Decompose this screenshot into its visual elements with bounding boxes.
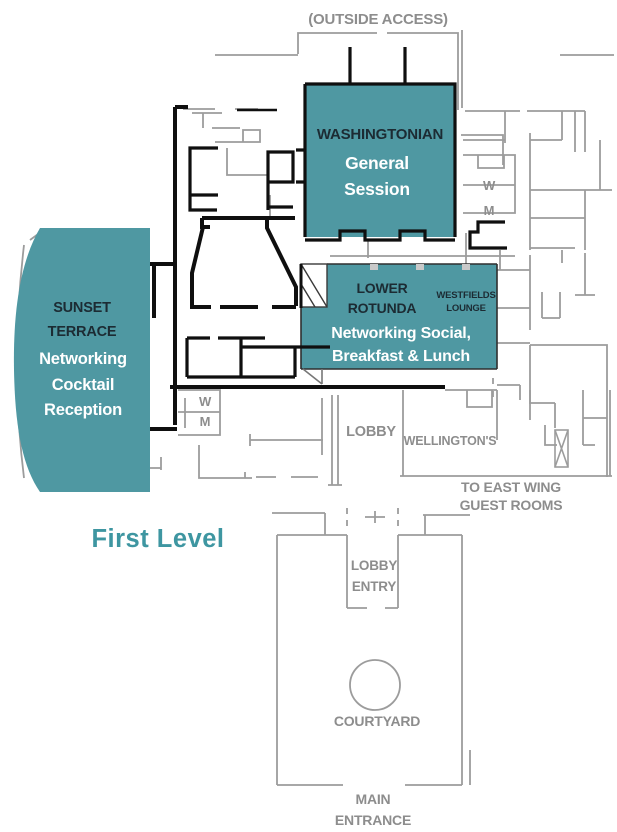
lobby-entry-label: LOBBY ENTRY: [350, 558, 398, 594]
sunset-terrace-name: SUNSET TERRACE: [47, 300, 117, 340]
restroom-right-women: W: [482, 178, 496, 193]
main-entrance-label: MAIN ENTRANCE: [334, 791, 412, 828]
westfields-lounge-name: WESTFIELDS LOUNGE: [436, 290, 496, 314]
restroom-left-women: W: [198, 394, 212, 409]
washingtonian-event: General Session: [344, 153, 410, 199]
restroom-right-men: M: [483, 203, 495, 218]
restroom-left-men: M: [199, 414, 211, 429]
main-walls: [150, 105, 445, 431]
outside-access-label: (OUTSIDE ACCESS): [308, 11, 448, 28]
inner-walls: [185, 47, 507, 379]
background-walls: [16, 30, 614, 786]
washingtonian-area: [305, 84, 455, 237]
rotunda-edges: [300, 263, 498, 370]
page-title: First Level: [91, 525, 225, 553]
lower-rotunda-event: Networking Social, Breakfast & Lunch: [331, 325, 471, 365]
stairs-icon: [299, 263, 328, 385]
lower-rotunda-name: LOWER ROTUNDA: [347, 280, 417, 316]
lobby-label: LOBBY: [346, 424, 396, 440]
sunset-terrace-event: Networking Cocktail Reception: [39, 350, 127, 419]
courtyard-circle: [349, 659, 401, 711]
lower-rotunda-area: [301, 264, 497, 369]
elevator-icon: [554, 429, 569, 468]
east-wing-label: TO EAST WING GUEST ROOMS: [459, 479, 563, 513]
washingtonian-name: WASHINGTONIAN: [316, 126, 444, 143]
courtyard-label: COURTYARD: [333, 713, 421, 729]
wellingtons-label: WELLINGTON'S: [403, 434, 497, 448]
sunset-terrace-area: [13, 228, 150, 492]
